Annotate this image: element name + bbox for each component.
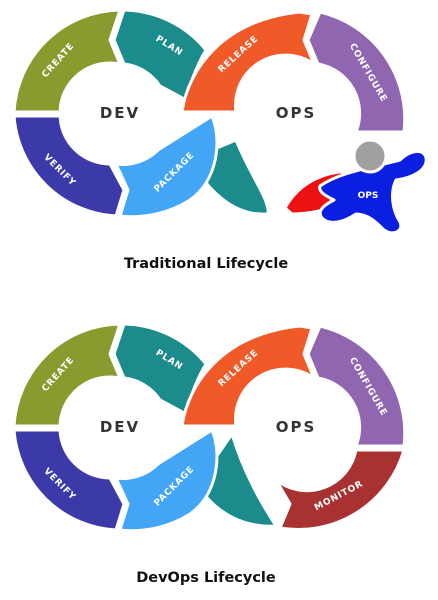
traditional-title: Traditional Lifecycle: [124, 256, 289, 272]
superhero-body: [318, 150, 428, 235]
trad-segment-verify: [12, 114, 126, 218]
superhero-icon: OPS: [283, 138, 428, 235]
devops-segment-configure: [306, 324, 407, 448]
traditional-diagram: DEV OPS CREATE PLAN RELEASE CONFIGURE VE…: [12, 8, 428, 272]
devops-ops-label: OPS: [276, 418, 317, 436]
devops-segment-monitor: [274, 448, 406, 532]
devops-segment-create: [12, 322, 122, 428]
devops-ops-lower-segment: [198, 432, 278, 528]
devops-segment-verify: [12, 428, 126, 532]
trad-ops-lower-segment: [198, 138, 270, 216]
devops-segment-release: [180, 324, 316, 428]
trad-ops-label: OPS: [276, 104, 317, 122]
trad-segment-package: [114, 114, 219, 219]
trad-segment-configure: [306, 10, 407, 134]
trad-segment-create: [12, 8, 122, 114]
trad-segment-release: [180, 10, 316, 114]
superhero-badge: OPS: [358, 191, 379, 201]
devops-segment-package: [114, 428, 219, 533]
devops-dev-label: DEV: [100, 418, 140, 436]
superhero-head: [352, 138, 388, 174]
devops-title: DevOps Lifecycle: [136, 570, 276, 586]
trad-dev-label: DEV: [100, 104, 140, 122]
devops-diagram: DEV OPS CREATE PLAN RELEASE CONFIGURE VE…: [12, 322, 407, 586]
